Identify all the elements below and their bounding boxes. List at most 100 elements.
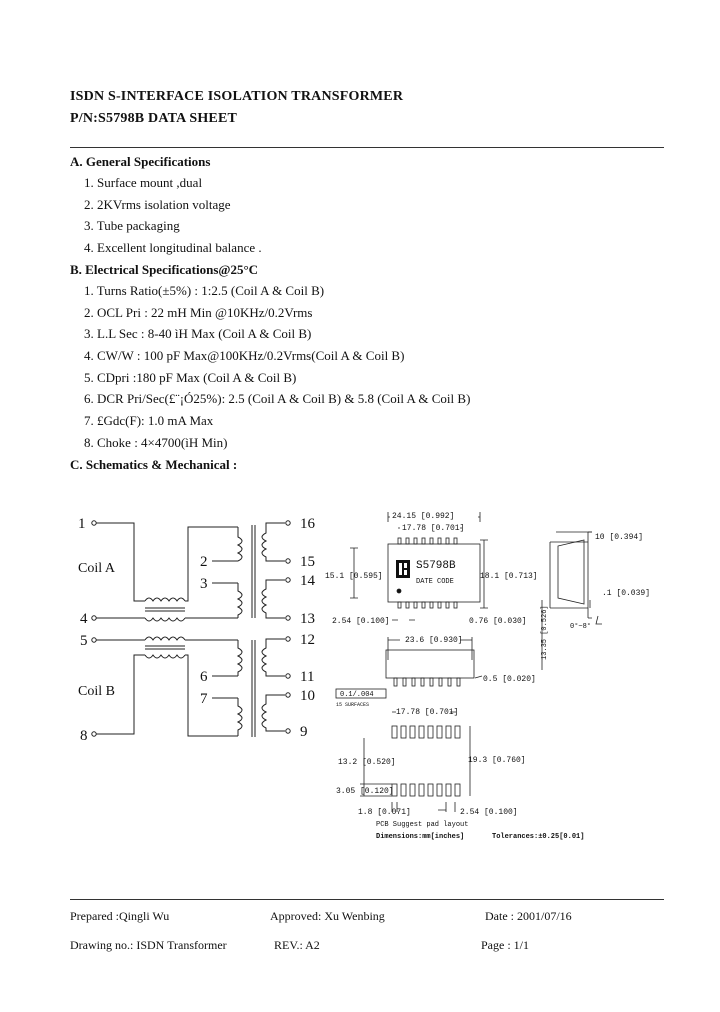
prepared-by: Prepared :Qingli Wu (70, 909, 170, 923)
pin-terminal (285, 728, 291, 734)
side-view-body (557, 539, 585, 605)
pin-label: 11 (300, 669, 314, 685)
pin-terminal (285, 558, 291, 564)
list-item: 2. OCL Pri : 22 mH Min @10KHz/0.2Vrms (84, 304, 313, 320)
top-pin-row (397, 537, 458, 545)
part-number-title: P/N:S5798B DATA SHEET (70, 111, 238, 126)
package-body (387, 543, 481, 603)
primary-winding (236, 698, 243, 736)
wire (185, 526, 238, 602)
dimensions-note: Dimensions:mm[inches] (376, 833, 464, 841)
pin-terminal (285, 577, 291, 583)
dimension-line (387, 637, 473, 660)
pin-terminal (285, 692, 291, 698)
front-view-body (385, 649, 475, 679)
dimension-line (360, 783, 392, 797)
dimension-label: 2.54 [0.100] (332, 617, 390, 626)
pin-terminal (285, 636, 291, 642)
approved-by: Approved: Xu Wenbing (270, 909, 385, 923)
list-item: 4. CW/W : 100 pF Max@100KHz/0.2Vrms(Coil… (84, 348, 405, 364)
section-a-title: A. General Specifications (70, 154, 211, 169)
date-code-label: DATE CODE (416, 578, 454, 586)
wire (96, 522, 145, 602)
dimension-line (474, 675, 483, 679)
choke-coil (144, 636, 186, 641)
pin-label: 9 (300, 724, 308, 740)
wire (185, 654, 238, 737)
choke-coil (144, 617, 186, 622)
list-item: 6. DCR Pri/Sec(£¨¡Ó25%): 2.5 (Coil A & C… (84, 391, 471, 407)
pin-label: 12 (300, 632, 315, 648)
page-number: Page : 1/1 (481, 938, 529, 952)
pin-label: 8 (80, 728, 88, 744)
choke-core (145, 645, 185, 650)
choke-coil (144, 654, 186, 659)
revision: REV.: A2 (274, 938, 320, 952)
pin-label: 5 (80, 633, 88, 649)
list-item: 1. Turns Ratio(±5%) : 1:2.5 (Coil A & Co… (84, 283, 325, 298)
transformer-schematic: 1 4 5 8 Coil A Coil B 2 3 6 7 (78, 516, 316, 744)
pin-terminal (91, 520, 97, 526)
pad-row-bottom (391, 783, 461, 797)
lead-profile (595, 615, 602, 625)
pin-label: 3 (200, 576, 208, 592)
dimension-label: .1 [0.039] (602, 589, 650, 598)
transformer-core (251, 525, 256, 618)
pin-label: 16 (300, 516, 316, 532)
dimension-label: 19.3 [0.760] (468, 756, 526, 765)
secondary-winding (261, 694, 285, 732)
pin-terminal (285, 520, 291, 526)
choke-coil (144, 597, 186, 602)
secondary-winding (261, 638, 285, 677)
list-item: 3. Tube packaging (84, 218, 180, 234)
list-item: 2. 2KVrms isolation voltage (84, 196, 231, 212)
pin-terminal (91, 637, 97, 643)
dimension-line (350, 547, 358, 599)
pin-label: 13 (300, 611, 315, 627)
dimension-label: 1.8 [0.071] (358, 808, 411, 817)
pin-label: 14 (300, 573, 316, 589)
dimension-line (438, 802, 456, 812)
dimension-label: 3.05 [0.120] (336, 787, 394, 796)
pin-label: 1 (78, 516, 86, 532)
transformer-core (251, 640, 256, 737)
pin-terminal (285, 615, 291, 621)
dimension-label: 13.35 [0.526] (541, 605, 549, 660)
coplanarity-label: 0.1/.004 (340, 691, 374, 699)
list-item: 3. L.L Sec : 8-40 ìH Max (Coil A & Coil … (84, 326, 312, 342)
section-b-title: B. Electrical Specifications@25°C (70, 262, 259, 277)
part-marking: S5798B (416, 560, 456, 572)
document-title: ISDN S-INTERFACE ISOLATION TRANSFORMER (70, 89, 404, 104)
pin-terminal (285, 673, 291, 679)
pin-label: 15 (300, 554, 315, 570)
dimension-label: 17.78 [0.701] (402, 524, 464, 533)
section-c-title: C. Schematics & Mechanical : (70, 457, 238, 472)
mechanical-drawing: 24.15 [0.992] 17.78 [0.701] S5798B DATE … (325, 512, 650, 841)
document-date: Date : 2001/07/16 (485, 909, 572, 923)
coil-b-label: Coil B (78, 684, 115, 699)
dimension-label: 2.54 [0.100] (460, 808, 518, 817)
tolerances-note: Tolerances:±0.25[0.01] (492, 833, 584, 841)
electrical-spec-list: 1. Turns Ratio(±5%) : 1:2.5 (Coil A & Co… (84, 280, 470, 454)
choke-core (145, 607, 185, 612)
list-item: 1. Surface mount ,dual (84, 175, 203, 190)
coil-a-label: Coil A (78, 561, 116, 576)
pad-row-top (391, 725, 461, 739)
front-view-leads (393, 677, 461, 687)
pin-label: 7 (200, 691, 208, 707)
dimension-label: 10 [0.394] (595, 533, 643, 542)
list-item: 4. Excellent longitudinal balance . (84, 240, 262, 256)
drawing-number: Drawing no.: ISDN Transformer (70, 938, 227, 952)
pin-label: 10 (300, 688, 315, 704)
list-item: 5. CDpri :180 pF Max (Coil A & Coil B) (84, 369, 297, 385)
secondary-winding (261, 579, 285, 619)
dimension-line (480, 539, 488, 609)
dimension-label: 24.15 [0.992] (392, 512, 454, 521)
dimension-line (391, 802, 398, 812)
pin-label: 6 (200, 669, 208, 685)
pin-label: 4 (80, 611, 88, 627)
side-view-outline (549, 531, 592, 619)
coplanarity-frame (335, 688, 387, 699)
footer-divider (70, 899, 664, 900)
wire (96, 654, 145, 735)
